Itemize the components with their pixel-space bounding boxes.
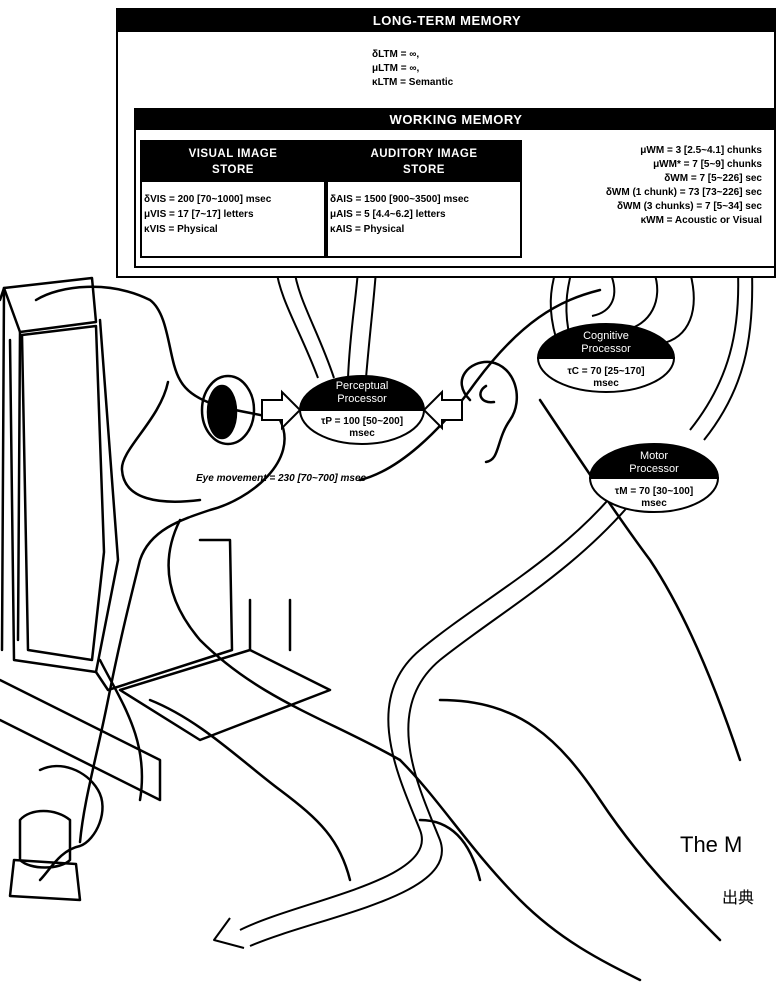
nose [122,382,200,502]
flow-cog-loop2 [624,272,657,330]
monitor-screen [22,326,104,660]
ear-to-perc-arrow [424,392,462,428]
ear [462,362,517,462]
cognitive-processor-line2: Processor [538,343,674,356]
wm-pure-capacity-param: μWM* = 7 [5~9] chunks [526,158,762,172]
flow-perc-to-vis-b [294,268,334,378]
caption-source: 出典 [722,884,754,908]
visual-store-title-line1: VISUAL IMAGE [142,146,324,162]
motor-processor-label: Motor Processor [590,450,718,476]
wm-code-param: κWM = Acoustic or Visual [526,214,762,228]
ais-decay-param: δAIS = 1500 [900~3500] msec [330,193,469,207]
long-term-memory-title: LONG-TERM MEMORY [118,10,776,32]
eye-pupil [208,386,236,438]
flow-perc-to-ais-a [348,270,358,378]
perceptual-processor-line1: Perceptual [300,380,424,393]
vis-decay-param: δVIS = 200 [70~1000] msec [144,193,271,207]
monitor-stand-side [250,600,290,650]
chair-back [420,820,480,880]
ais-code-param: κAIS = Physical [330,223,404,237]
neck-front [169,520,400,760]
flow-wm-to-motor-a [690,272,738,430]
ais-capacity-param: μAIS = 5 [4.4~6.2] letters [330,208,446,222]
vis-code-param: κVIS = Physical [144,223,218,237]
head-outline [36,287,285,842]
mouse-base [10,860,80,900]
auditory-image-store-header: AUDITORY IMAGE STORE [328,142,520,182]
wm-capacity-param: μWM = 3 [2.5~4.1] chunks [526,144,762,158]
flow-cog-loop1 [592,272,614,316]
motor-processor-line2: Processor [590,463,718,476]
perceptual-processor-unit: msec [300,428,424,440]
wm-decay-3chunks-param: δWM (3 chunks) = 7 [5~34] sec [526,200,762,214]
auditory-store-title-line2: STORE [328,162,520,178]
perceptual-processor-values: τP = 100 [50~200] msec [300,416,424,440]
ltm-capacity-param: μLTM = ∞, [372,62,419,76]
perceptual-processor-line2: Processor [300,393,424,406]
chair-curve [440,700,720,940]
cognitive-processor-unit: msec [538,378,674,390]
flow-hand-arrow [214,918,244,948]
motor-processor-time: τM = 70 [30~100] [590,486,718,498]
perceptual-processor-label: Perceptual Processor [300,380,424,406]
cognitive-processor-label: Cognitive Processor [538,330,674,356]
motor-processor-unit: msec [590,498,718,510]
eye-to-perc-arrow [262,392,300,428]
visual-store-title-line2: STORE [142,162,324,178]
ltm-decay-param: δLTM = ∞, [372,48,419,62]
mouse [20,811,70,868]
eye-movement-label: Eye movement = 230 [70~700] msec [196,472,366,486]
cognitive-processor-line1: Cognitive [538,330,674,343]
cognitive-processor-values: τC = 70 [25~170] msec [538,366,674,390]
wm-decay-1chunk-param: δWM (1 chunk) = 73 [73~226] sec [526,186,762,200]
flow-motor-to-hand-b [250,492,640,946]
perceptual-processor-time: τP = 100 [50~200] [300,416,424,428]
vis-capacity-param: μVIS = 17 [7~17] letters [144,208,254,222]
ltm-code-param: κLTM = Semantic [372,76,453,90]
ear-inner [480,386,494,402]
motor-processor-values: τM = 70 [30~100] msec [590,486,718,510]
torso [400,760,640,980]
wm-decay-param: δWM = 7 [5~226] sec [526,172,762,186]
flow-wm-to-motor-b [704,272,752,440]
visual-image-store-header: VISUAL IMAGE STORE [142,142,324,182]
motor-processor-line1: Motor [590,450,718,463]
flow-cog-up-a [551,270,556,338]
flow-perc-to-ais-b [366,270,376,378]
auditory-store-title-line1: AUDITORY IMAGE [328,146,520,162]
working-memory-title: WORKING MEMORY [136,110,776,130]
cognitive-processor-time: τC = 70 [25~170] [538,366,674,378]
caption-main: The M [680,832,742,858]
